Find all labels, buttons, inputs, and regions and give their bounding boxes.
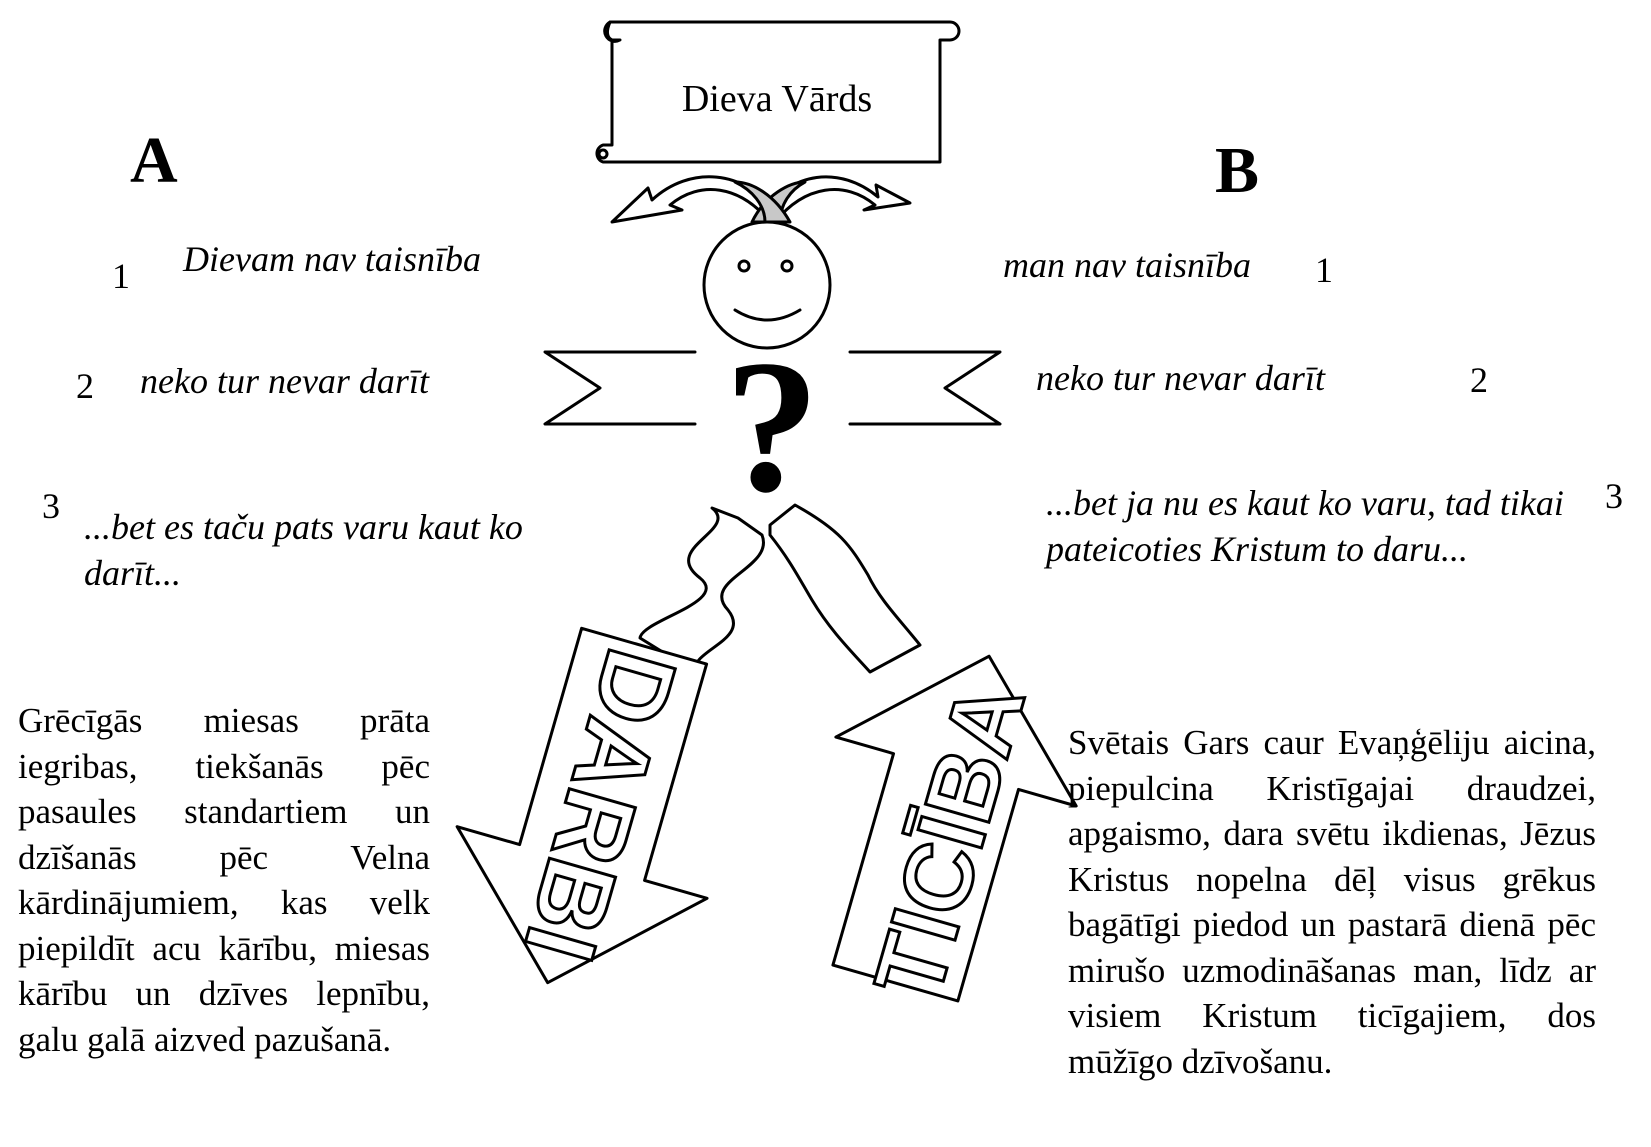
ribbon-right-shape [848,350,1002,426]
item-a3-number: 3 [42,486,60,526]
item-a3-text: ...bet es taču pats varu kaut ko darīt..… [84,507,523,593]
ribbon-left-shape [543,350,697,426]
item-b1-number: 1 [1315,250,1333,290]
column-a-paragraph: Grēcīgās miesas prāta iegribas, tiekšanā… [18,701,430,1059]
question-mark: ? [725,322,820,532]
wavy-banner-right-shape [768,503,922,674]
split-arrows-shape [610,175,912,224]
item-b2-number: 2 [1470,360,1488,400]
item-a2-text: neko tur nevar darīt [140,361,429,401]
scroll-title: Dieva Vārds [681,78,873,120]
item-a2-number: 2 [76,366,94,406]
item-b1-text: man nav taisnība [1003,245,1251,285]
smiley-face-icon [702,220,832,350]
arrow-ticiba-shape [831,654,1078,1003]
column-b-paragraph: Svētais Gars caur Evaņģēliju aicina, pie… [1068,723,1596,1081]
column-b-letter: B [1215,134,1260,207]
scroll-shape [595,20,961,164]
wavy-banner-left-shape [638,506,766,674]
item-b3-text: ...bet ja nu es kaut ko varu, tad tikai … [1046,483,1564,569]
column-a-letter: A [130,124,178,197]
arrow-darbi-shape [455,626,709,985]
item-a1-text: Dievam nav taisnība [183,239,481,279]
item-b2-text: neko tur nevar darīt [1036,358,1325,398]
item-a1-number: 1 [112,256,130,296]
item-b3-number: 3 [1605,476,1623,516]
